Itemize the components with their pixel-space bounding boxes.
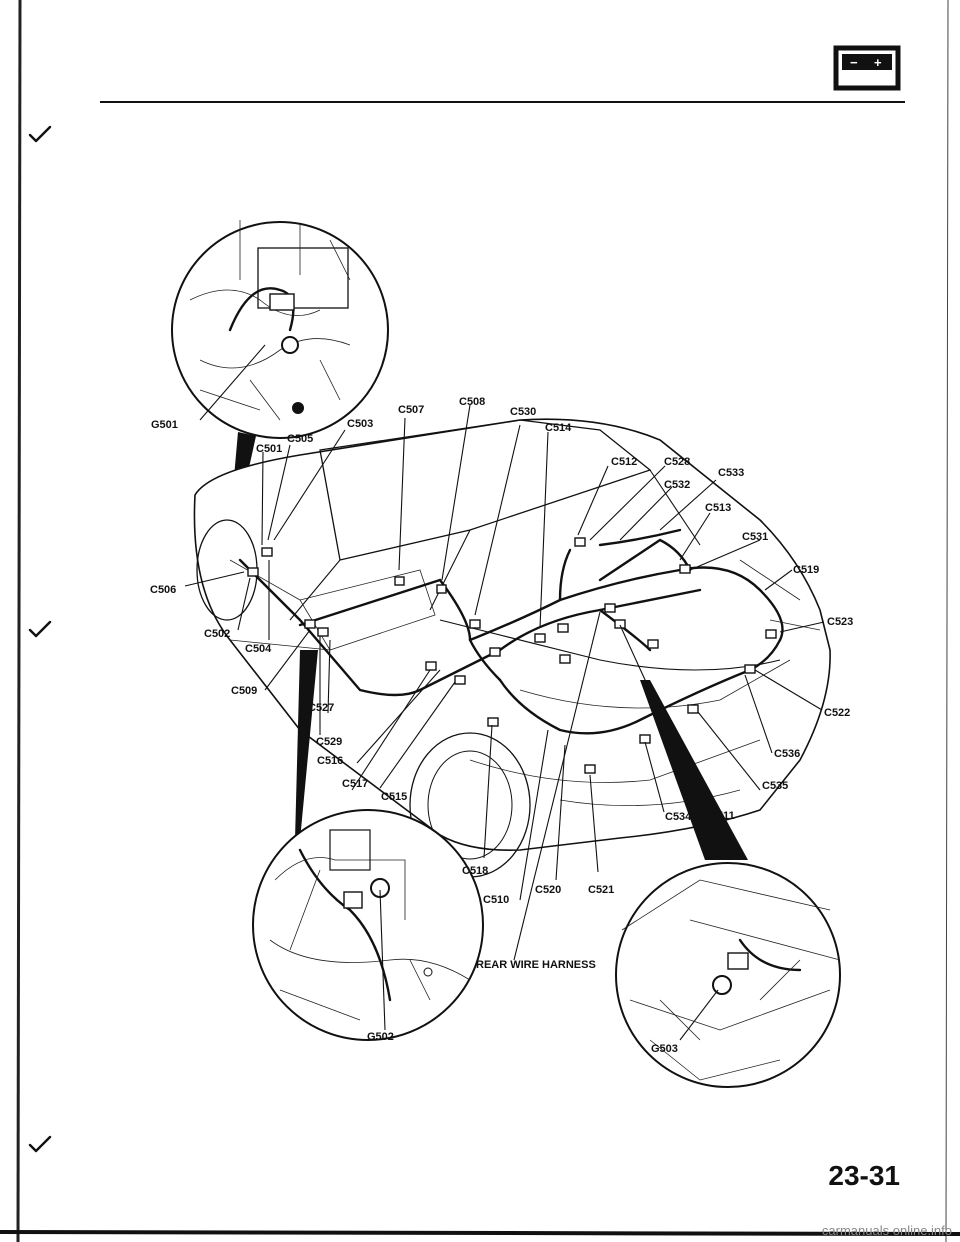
- label-c531: C531: [742, 531, 768, 543]
- check-mark-icon: [28, 125, 52, 143]
- label-c504: C504: [245, 643, 272, 655]
- label-rear-wire-harness: REAR WIRE HARNESS: [476, 959, 596, 971]
- label-c514: C514: [545, 422, 572, 434]
- page-number: 23-31: [828, 1160, 900, 1191]
- label-g502: G502: [367, 1031, 394, 1043]
- label-c503: C503: [347, 418, 373, 430]
- label-c527: C527: [308, 702, 334, 714]
- label-c518: C518: [462, 865, 488, 877]
- label-g501: G501: [151, 419, 178, 431]
- detail-circle-g503: [615, 862, 841, 1088]
- car-body: [193, 418, 831, 878]
- label-c528: C528: [664, 456, 690, 468]
- label-c505: C505: [287, 433, 313, 445]
- label-c533: C533: [718, 467, 744, 479]
- label-c529: C529: [316, 736, 342, 748]
- connector-labels: C501 C502 C503 C504 C505 C506 C507 C508 …: [150, 396, 853, 1055]
- label-c513: C513: [705, 502, 731, 514]
- leader-lines: [184, 404, 825, 961]
- label-g503: G503: [651, 1043, 678, 1055]
- watermark: carmanuals online.info: [821, 1223, 952, 1238]
- label-c519: C519: [793, 564, 819, 576]
- label-c510: C510: [483, 894, 509, 906]
- label-c534: C534: [665, 811, 692, 823]
- check-mark-icon: [28, 620, 52, 638]
- label-c512: C512: [611, 456, 637, 468]
- check-mark-icon: [28, 1135, 52, 1153]
- label-c536: C536: [774, 748, 800, 760]
- detail-circle-g502: [252, 809, 484, 1041]
- label-c508: C508: [459, 396, 485, 408]
- leader-g502: [379, 889, 386, 1031]
- svg-text:−: −: [850, 55, 858, 70]
- bottom-edge: [0, 1230, 960, 1236]
- callout-pointer: [295, 650, 318, 840]
- leader-g501: [199, 344, 266, 421]
- left-binding-edge: [16, 0, 22, 1242]
- battery-icon: − +: [833, 45, 901, 91]
- label-c509: C509: [231, 685, 257, 697]
- label-c532: C532: [664, 479, 690, 491]
- label-c501: C501: [256, 443, 282, 455]
- detail-circle-g501: [171, 220, 389, 439]
- label-c520: C520: [535, 884, 561, 896]
- label-c530: C530: [510, 406, 536, 418]
- connector-markers: [247, 537, 777, 774]
- label-c515: C515: [381, 791, 407, 803]
- label-c517: C517: [342, 778, 368, 790]
- label-c535: C535: [762, 780, 788, 792]
- rear-wire-harness: [238, 528, 784, 735]
- label-c507: C507: [398, 404, 424, 416]
- label-c516: C516: [317, 755, 343, 767]
- label-c521: C521: [588, 884, 614, 896]
- label-c522: C522: [824, 707, 850, 719]
- svg-text:+: +: [874, 55, 882, 70]
- callout-pointer: [640, 680, 748, 860]
- label-c506: C506: [150, 584, 176, 596]
- label-c511: C511: [709, 810, 735, 822]
- right-edge: [945, 0, 949, 1242]
- leader-g503: [679, 989, 719, 1041]
- label-c523: C523: [827, 616, 853, 628]
- label-c502: C502: [204, 628, 230, 640]
